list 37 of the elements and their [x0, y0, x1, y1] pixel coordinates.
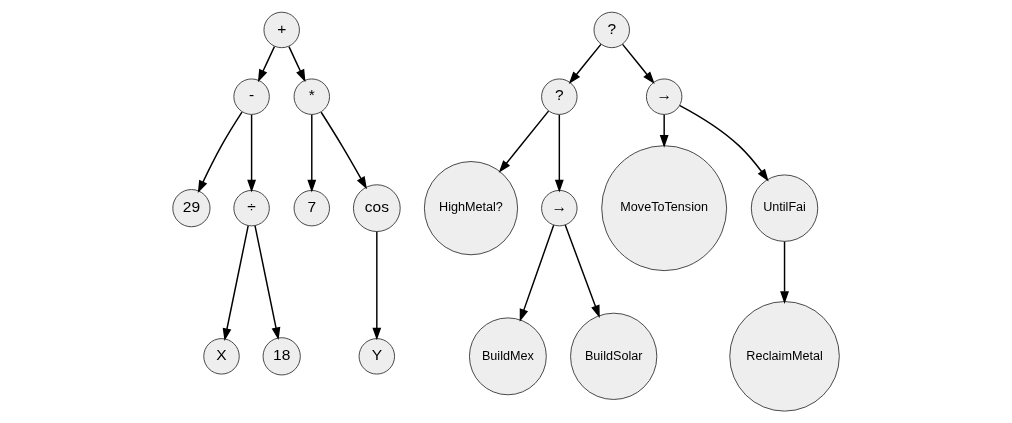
arrow: [247, 114, 257, 193]
arrow: [621, 43, 655, 85]
node-circle: cos: [352, 184, 401, 232]
arrow: [498, 110, 550, 173]
node-circle: *: [293, 78, 330, 115]
node-circle: X: [203, 338, 240, 375]
node-circle: →: [645, 78, 683, 115]
arrow: [554, 114, 564, 193]
arrow: [519, 224, 555, 322]
node-circle: Y: [358, 338, 396, 375]
arrow: [254, 225, 281, 341]
node-circle: ÷: [233, 189, 270, 227]
arrow: [320, 111, 367, 190]
node-circle: ReclaimMetal: [729, 301, 840, 412]
arrow: [780, 240, 789, 304]
node-circle: 7: [293, 189, 330, 227]
node-circle: 29: [172, 189, 211, 228]
node-circle: BuildMex: [468, 317, 547, 396]
arrow: [372, 230, 382, 341]
arrow: [679, 104, 769, 182]
arrow: [288, 45, 306, 83]
arrow: [307, 114, 317, 193]
node-circle: →: [541, 189, 578, 227]
node-circle: ?: [541, 78, 578, 115]
node-circle: MoveToTension: [601, 145, 728, 272]
node-circle: 18: [262, 337, 301, 376]
node-circle: BuildSolar: [570, 312, 658, 400]
node-circle: +: [263, 11, 300, 49]
arrow: [257, 45, 276, 83]
arrow: [197, 111, 243, 193]
node-circle: -: [233, 78, 270, 115]
arrow: [659, 114, 669, 148]
arrow: [564, 224, 600, 318]
node-circle: ?: [593, 11, 630, 49]
arrow: [568, 43, 602, 85]
arrow: [222, 225, 249, 341]
node-circle: UntilFai: [750, 174, 819, 242]
